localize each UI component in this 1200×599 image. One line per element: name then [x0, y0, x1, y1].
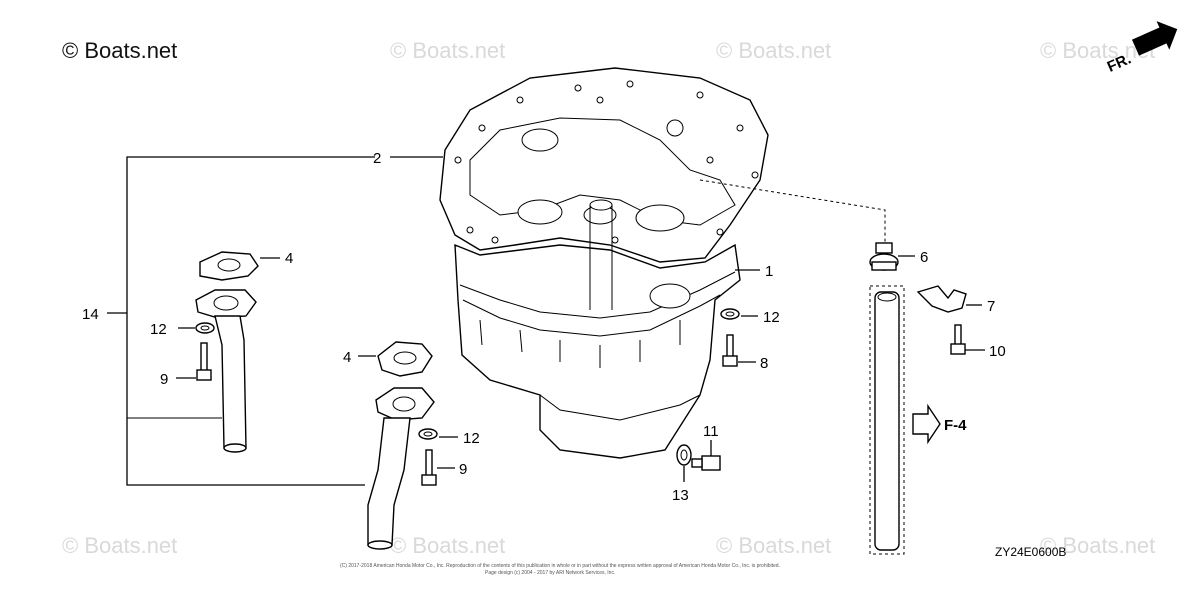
bolt-9-left	[176, 342, 212, 381]
watermark-main: © Boats.net	[62, 38, 177, 63]
grommet-6	[869, 242, 915, 271]
bolt-10	[950, 324, 985, 355]
watermark-bottom-right: © Boats.net	[716, 533, 831, 558]
label-part-1: 1	[765, 263, 773, 280]
reference-arrow-f4: F-4	[912, 403, 967, 445]
watermark-top-center: © Boats.net	[390, 38, 505, 63]
drain-bolt-11	[691, 440, 721, 471]
bolt-9-middle	[421, 449, 455, 486]
bolt-8	[722, 334, 756, 367]
left-pipe	[195, 251, 280, 453]
washer-12-middle	[418, 428, 458, 440]
label-part-12-left: 12	[150, 321, 167, 338]
watermark-top-right: © Boats.net	[716, 38, 831, 63]
watermark-bottom-left: © Boats.net	[62, 533, 177, 558]
label-part-6: 6	[920, 249, 928, 266]
washer-13	[676, 444, 692, 482]
label-part-13: 13	[672, 487, 689, 504]
middle-pipe	[358, 341, 435, 550]
group-bracket-14	[107, 156, 375, 486]
oil-pan	[454, 199, 741, 459]
washer-12-left	[178, 322, 215, 334]
dashed-guide-6	[699, 179, 886, 245]
label-part-11: 11	[703, 423, 719, 440]
label-part-4-middle: 4	[343, 349, 351, 366]
label-part-2: 2	[373, 150, 381, 167]
copyright-line-1: (C) 2017-2018 American Honda Motor Co., …	[340, 563, 780, 569]
label-part-9-left: 9	[160, 371, 168, 388]
label-part-4-left: 4	[285, 250, 293, 267]
diagram-code: ZY24E0600B	[995, 545, 1066, 559]
reference-label: F-4	[944, 417, 967, 434]
long-tube	[869, 285, 905, 555]
gasket-plate	[439, 67, 769, 263]
watermark-bottom-center: © Boats.net	[390, 533, 505, 558]
label-part-8: 8	[760, 355, 768, 372]
label-part-12-middle: 12	[463, 430, 480, 447]
watermark-bottom-far-right: © Boats.net	[1040, 533, 1155, 558]
label-part-14: 14	[82, 306, 99, 323]
copyright-line-2: Page design (c) 2004 - 2017 by ARI Netwo…	[485, 570, 615, 576]
label-part-12-right: 12	[763, 309, 780, 326]
label-part-10: 10	[989, 343, 1006, 360]
washer-12-right	[720, 308, 758, 320]
label-part-7: 7	[987, 298, 995, 315]
clip-7	[916, 285, 982, 313]
label-part-9-middle: 9	[459, 461, 467, 478]
